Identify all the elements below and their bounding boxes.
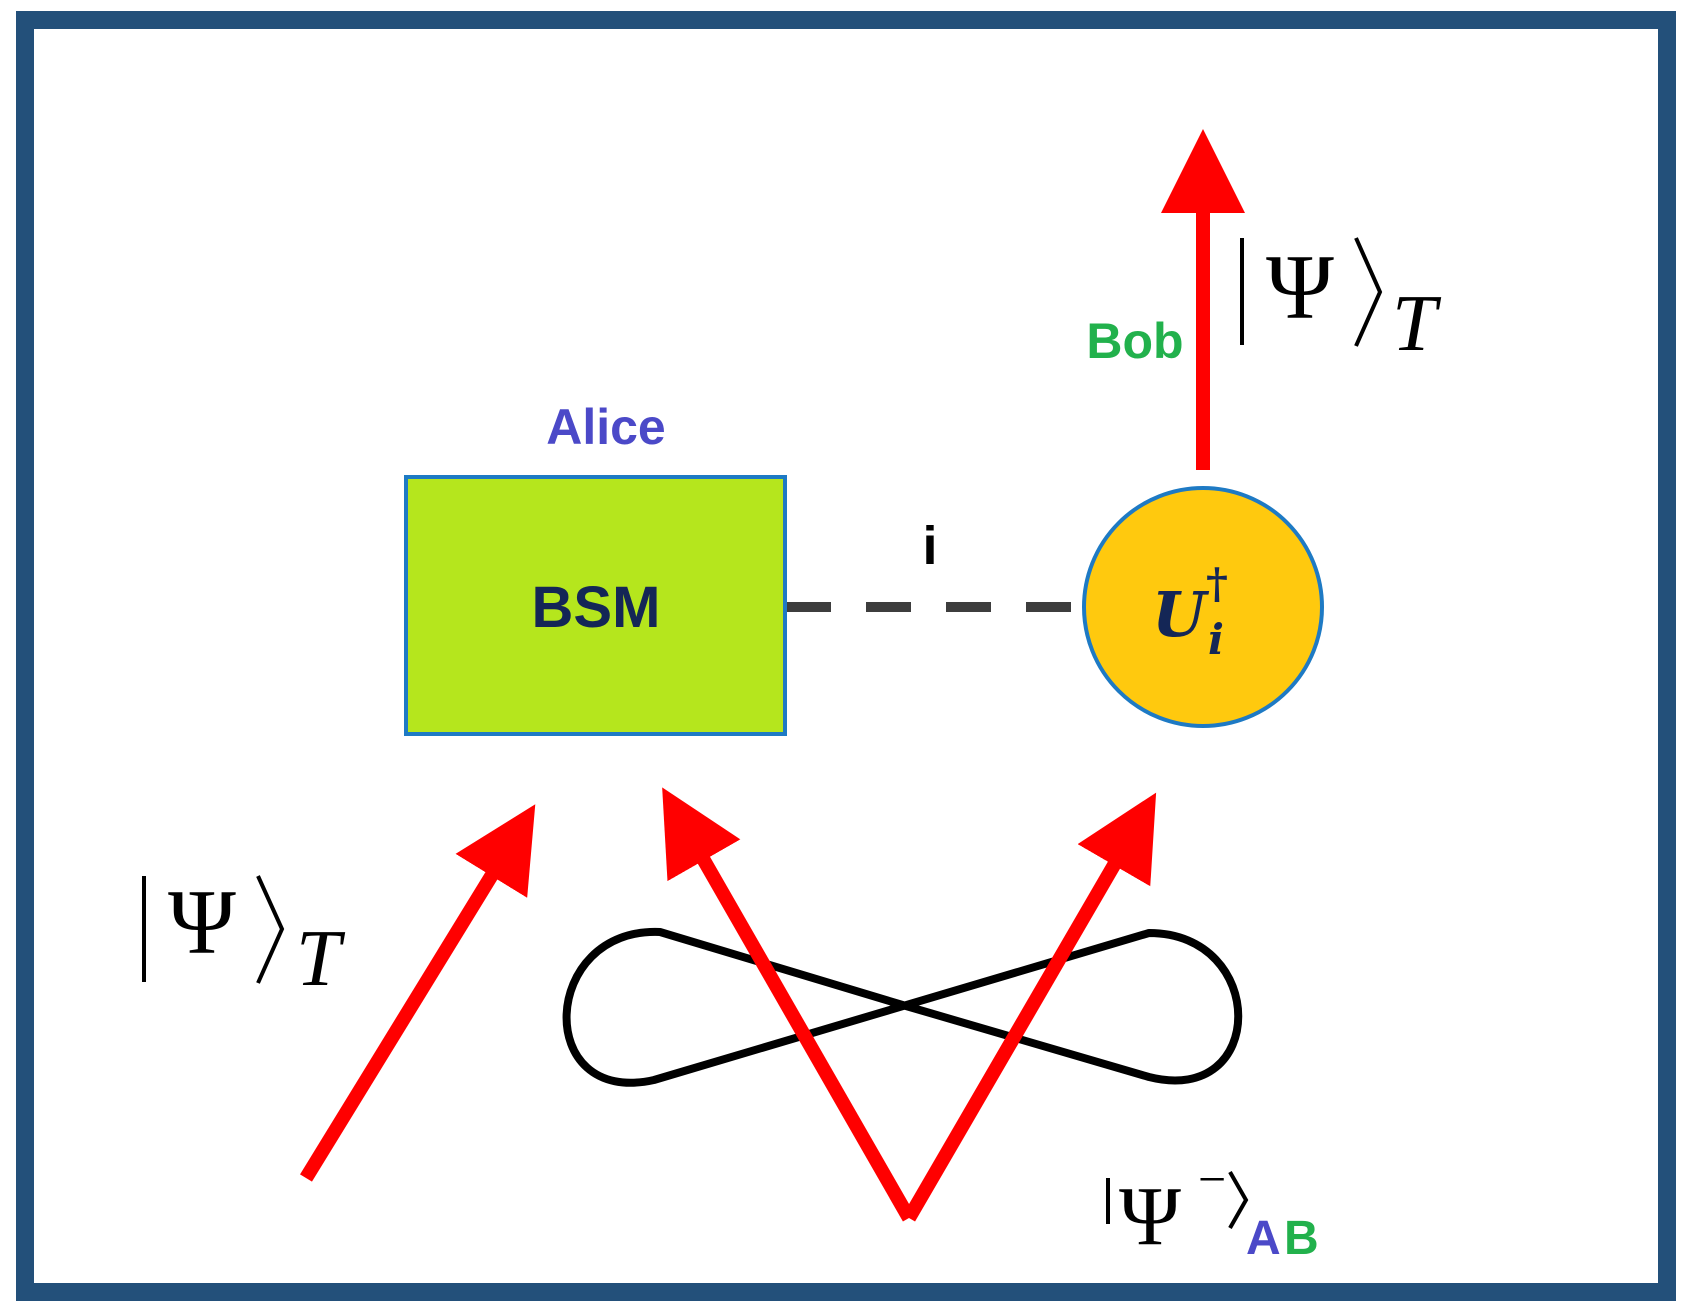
output-state-label: Ψ T: [1240, 236, 1442, 368]
pair-state-symbol: Ψ: [1119, 1170, 1181, 1263]
output-ket-angle: [1354, 237, 1383, 347]
unitary-base: U: [1152, 578, 1210, 651]
figure-eight-entanglement-icon: [562, 927, 1243, 1087]
output-state-symbol: Ψ: [1266, 236, 1334, 338]
input-ket-angle: [256, 875, 285, 984]
outer-border: [16, 11, 1676, 1301]
pair-arrow-to-alice: [662, 787, 916, 1222]
input-arrow: [300, 804, 536, 1182]
channel-label: i: [922, 516, 937, 576]
bsm-box: [404, 475, 787, 736]
pair-state-superscript: −: [1198, 1151, 1226, 1207]
input-state-symbol: Ψ: [168, 871, 236, 973]
unitary-circle: [1082, 486, 1324, 728]
input-state-label: Ψ T: [142, 871, 346, 1003]
pair-state-label: Ψ − A B: [1106, 1151, 1319, 1265]
pair-ket-angle: [1228, 1171, 1249, 1229]
bsm-label: BSM: [532, 575, 661, 640]
output-state-subscript: T: [1392, 280, 1442, 368]
bob-label: Bob: [1086, 313, 1183, 369]
pair-subscript-a: A: [1246, 1212, 1281, 1265]
pair-arrow-to-bob: [902, 792, 1157, 1222]
pair-subscript-b: B: [1284, 1212, 1319, 1265]
input-state-subscript: T: [296, 915, 346, 1003]
alice-label: Alice: [546, 399, 666, 455]
unitary-superscript: †: [1206, 559, 1228, 608]
unitary-subscript: i: [1208, 615, 1224, 664]
